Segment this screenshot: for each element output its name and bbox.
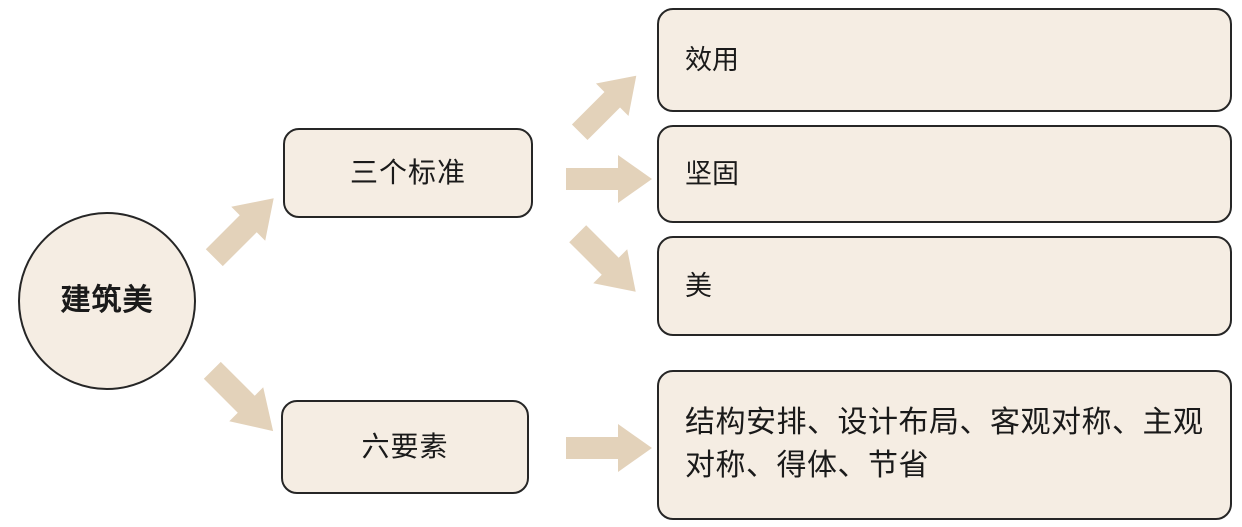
node-root-architectural-beauty[interactable]: 建筑美 [18, 212, 196, 390]
node-beauty-label: 美 [685, 270, 712, 301]
node-three-standards[interactable]: 三个标准 [283, 128, 533, 218]
arrow-three-standards-to-beauty [558, 218, 654, 306]
arrow-up-right-icon [205, 198, 274, 267]
arrow-up-right-icon [571, 75, 637, 141]
node-utility-label: 效用 [685, 44, 739, 75]
arrow-root-to-three-standards [196, 186, 292, 270]
node-three-standards-label: 三个标准 [349, 157, 466, 189]
arrow-root-to-six-elements [192, 356, 292, 444]
arrow-six-elements-to-list [566, 424, 652, 472]
node-six-elements-list-label: 结构安排、设计布局、客观对称、主观对称、得体、节省 [685, 406, 1204, 482]
arrow-down-right-icon [569, 225, 636, 292]
arrow-three-standards-to-firmness [566, 155, 652, 203]
arrow-down-right-icon [203, 361, 274, 432]
node-root-label: 建筑美 [60, 283, 154, 317]
node-firmness[interactable]: 坚固 [657, 125, 1232, 223]
node-firmness-label: 坚固 [685, 158, 739, 189]
node-six-elements-list[interactable]: 结构安排、设计布局、客观对称、主观对称、得体、节省 [657, 370, 1232, 520]
arrow-right-icon [566, 424, 652, 472]
node-utility[interactable]: 效用 [657, 8, 1232, 112]
node-six-elements[interactable]: 六要素 [281, 400, 529, 494]
node-six-elements-label: 六要素 [361, 431, 449, 463]
arrow-right-icon [566, 155, 652, 203]
node-beauty[interactable]: 美 [657, 236, 1232, 336]
arrow-three-standards-to-utility [562, 62, 654, 146]
